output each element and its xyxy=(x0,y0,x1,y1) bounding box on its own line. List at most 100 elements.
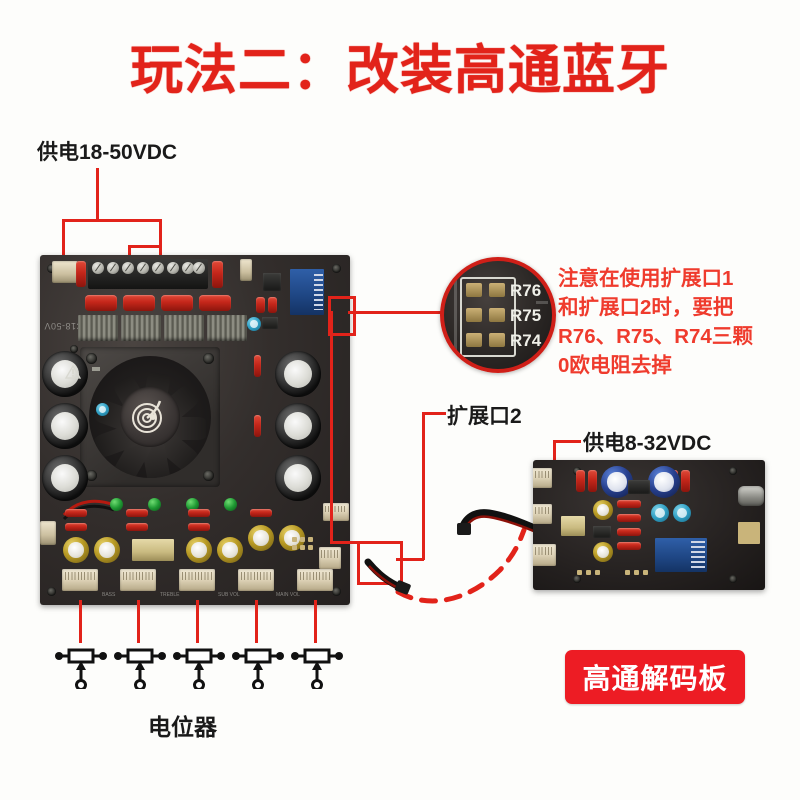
film-capacitor xyxy=(76,261,86,287)
electrolytic-capacitor xyxy=(275,403,321,449)
solder-pad xyxy=(292,545,297,550)
heatsink xyxy=(164,315,204,341)
fan-screw xyxy=(86,470,97,481)
warning-triangle-icon xyxy=(65,365,81,379)
mounting-hole xyxy=(729,575,737,583)
film-capacitor xyxy=(588,470,597,492)
micro-usb-port[interactable] xyxy=(240,259,252,281)
electrolytic-capacitor xyxy=(673,504,691,522)
resistor-pad xyxy=(466,308,482,322)
terminal-screw[interactable] xyxy=(137,262,149,274)
leader-pot-1 xyxy=(79,600,82,643)
mounting-hole xyxy=(47,264,56,273)
dc-power-jack[interactable] xyxy=(52,261,78,283)
electrolytic-capacitor xyxy=(42,455,88,501)
fan-blade-area xyxy=(89,356,211,478)
film-capacitor xyxy=(85,295,117,311)
leader-magnifier xyxy=(348,311,444,314)
potentiometer-symbol xyxy=(55,645,107,691)
potentiometer-symbol xyxy=(114,645,166,691)
leader-ext2-vertical xyxy=(422,412,425,560)
solder-pad xyxy=(292,537,297,542)
film-capacitor xyxy=(256,297,265,313)
leader-power-main-left xyxy=(62,219,65,264)
terminal-screw[interactable] xyxy=(107,262,119,274)
smd-capacitor xyxy=(247,317,261,331)
electrolytic-capacitor xyxy=(42,351,88,397)
solder-pad xyxy=(308,537,313,542)
warning-line-3: R76、R75、R74三颗 xyxy=(558,325,753,348)
heatsink xyxy=(121,315,161,341)
terminal-screw[interactable] xyxy=(167,262,179,274)
usb-c-port[interactable] xyxy=(738,486,764,506)
leader-ext2-horizontal xyxy=(422,412,446,415)
ic-chip xyxy=(262,317,278,329)
power-input-connector[interactable] xyxy=(533,468,552,488)
warning-line-2: 和扩展口2时，要把 xyxy=(558,296,734,319)
audio-ic xyxy=(132,539,174,561)
mounting-hole xyxy=(47,587,56,596)
film-capacitor xyxy=(65,523,87,531)
potentiometer-symbol xyxy=(291,645,343,691)
potentiometer-connector[interactable] xyxy=(120,569,156,591)
connector-silk-label: TREBLE xyxy=(160,592,180,598)
film-capacitor xyxy=(617,500,641,508)
relay-ic xyxy=(561,516,585,536)
potentiometer-connector[interactable] xyxy=(62,569,98,591)
extension-port-1-header[interactable] xyxy=(323,503,349,521)
terminal-screw[interactable] xyxy=(122,262,134,274)
resistor-pad xyxy=(466,283,482,297)
solder-pad xyxy=(300,545,305,550)
antenna-pad xyxy=(738,522,760,544)
film-capacitor xyxy=(617,514,641,522)
label-potentiometer: 电位器 xyxy=(148,714,217,740)
film-capacitor xyxy=(188,523,210,531)
connector-silk-label: MAIN VOL xyxy=(276,592,300,598)
resistor-pad xyxy=(489,333,505,347)
leader-power-sub-vertical xyxy=(553,440,556,475)
terminal-screw[interactable] xyxy=(92,262,104,274)
qualcomm-decoder-board[interactable] xyxy=(533,460,765,590)
electrolytic-capacitor xyxy=(94,537,120,563)
electrolytic-capacitor xyxy=(648,466,680,498)
film-capacitor xyxy=(161,295,193,311)
warning-line-1: 注意在使用扩展口1 xyxy=(558,267,734,290)
silk-trace xyxy=(454,273,457,357)
solder-pad xyxy=(577,570,582,575)
signal-connector[interactable] xyxy=(533,504,552,524)
potentiometer-connector[interactable] xyxy=(297,569,333,591)
film-capacitor xyxy=(212,261,223,288)
terminal-screw[interactable] xyxy=(152,262,164,274)
cable-main-side xyxy=(364,558,411,595)
connector-outline xyxy=(460,277,516,357)
film-capacitor xyxy=(188,509,210,517)
electrolytic-capacitor xyxy=(42,403,88,449)
terminal-screw[interactable] xyxy=(182,262,194,274)
potentiometer-connector[interactable] xyxy=(179,569,215,591)
smd-capacitor xyxy=(186,498,199,511)
leader-extension-vertical xyxy=(330,311,333,543)
resistor-pad xyxy=(489,283,505,297)
silk-trace xyxy=(536,301,548,304)
cooling-fan xyxy=(80,347,220,487)
main-amplifier-board[interactable]: DC18-50V Attention Reverse polarity is p… xyxy=(40,255,350,605)
extension-port-2-header[interactable] xyxy=(319,547,341,569)
solder-pad xyxy=(595,570,600,575)
leader-pot-3 xyxy=(196,600,199,643)
electrolytic-capacitor xyxy=(186,537,212,563)
solder-pad xyxy=(300,537,305,542)
cable-sub-side xyxy=(457,509,541,535)
fan-hub xyxy=(120,387,180,447)
potentiometer-connector[interactable] xyxy=(238,569,274,591)
leader-power-main-right xyxy=(159,219,162,247)
output-connector[interactable] xyxy=(533,544,556,566)
electrolytic-capacitor xyxy=(275,351,321,397)
leader-power-sub-horizontal xyxy=(553,440,581,443)
terminal-screw[interactable] xyxy=(193,262,205,274)
smd-capacitor xyxy=(110,498,123,511)
smd-capacitor xyxy=(224,498,237,511)
electrolytic-capacitor xyxy=(593,542,613,562)
side-connector[interactable] xyxy=(40,521,56,545)
connector-silk-label: SUB VOL xyxy=(218,592,240,598)
page-title: 玩法二：改装高通蓝牙 xyxy=(130,41,670,100)
